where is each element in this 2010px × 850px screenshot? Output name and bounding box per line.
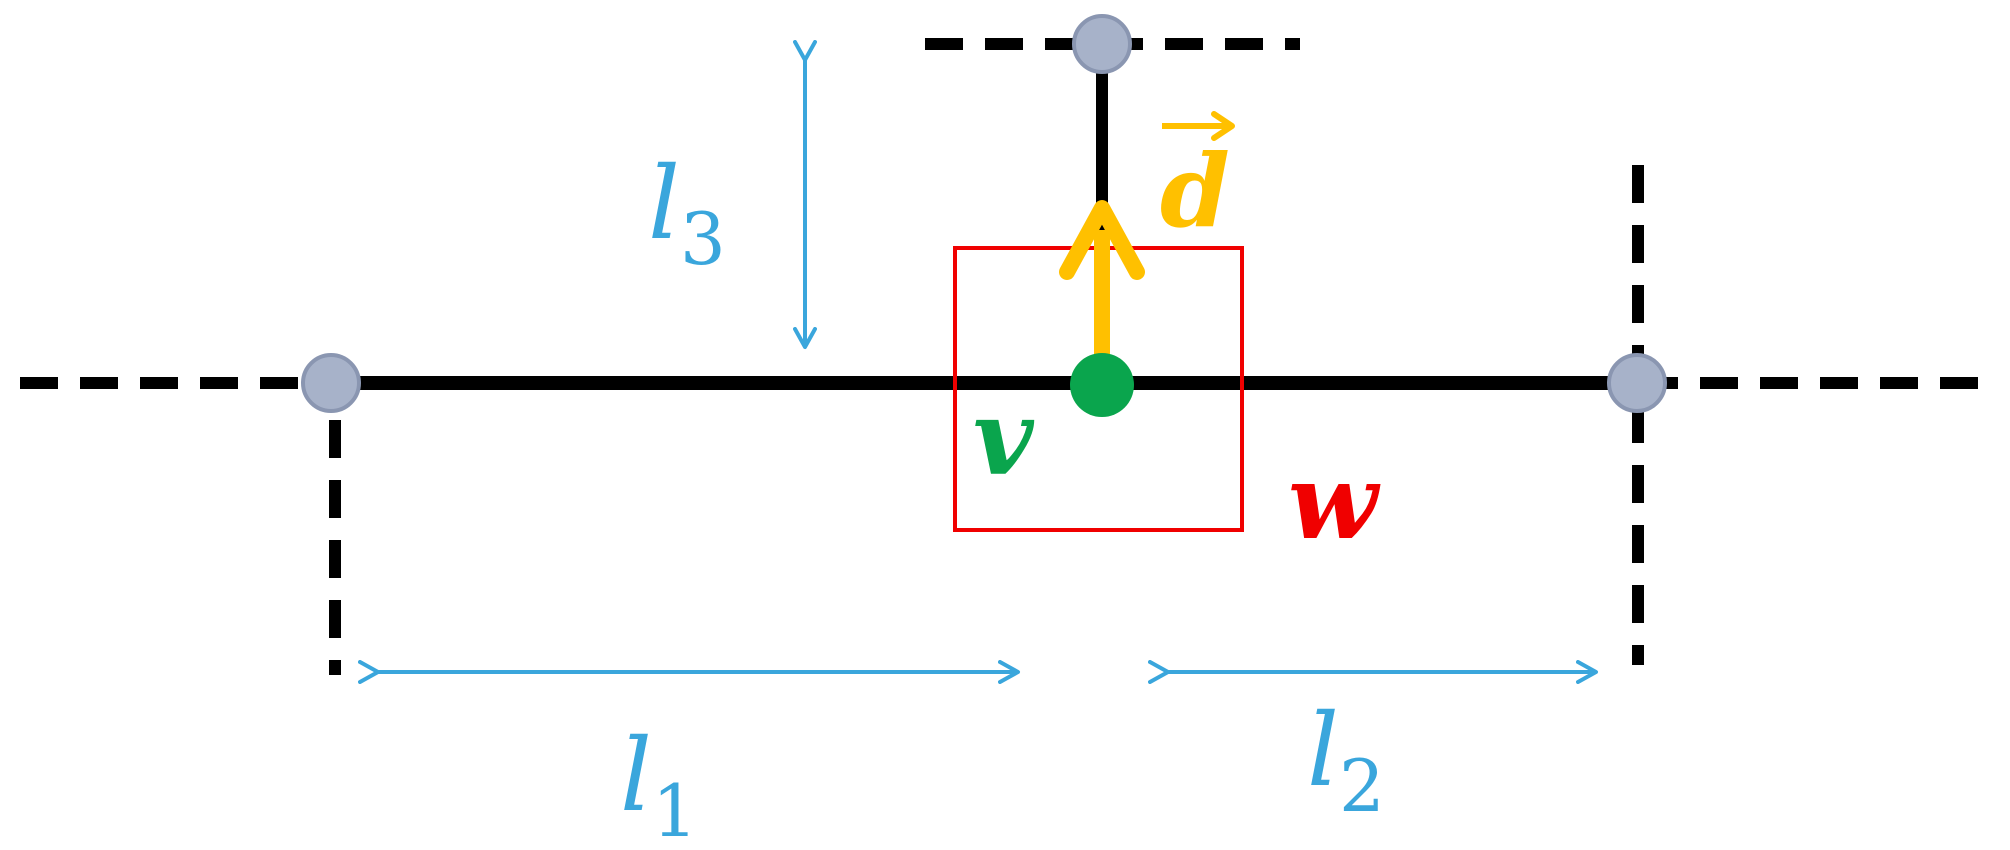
label-d: d [1160,132,1230,250]
label-l3: l3 [648,145,726,281]
node-left [301,353,361,413]
label-l2: l2 [1307,692,1385,828]
label-l1: l1 [620,717,698,850]
vector-arrow-over-d-head [1211,111,1235,141]
node-top [1072,14,1132,74]
label-w: w [1288,440,1381,563]
direction-arrow-head [1059,200,1145,280]
node-right [1607,353,1667,413]
vehicle-point-v [1070,353,1134,417]
label-v: v [973,376,1035,499]
